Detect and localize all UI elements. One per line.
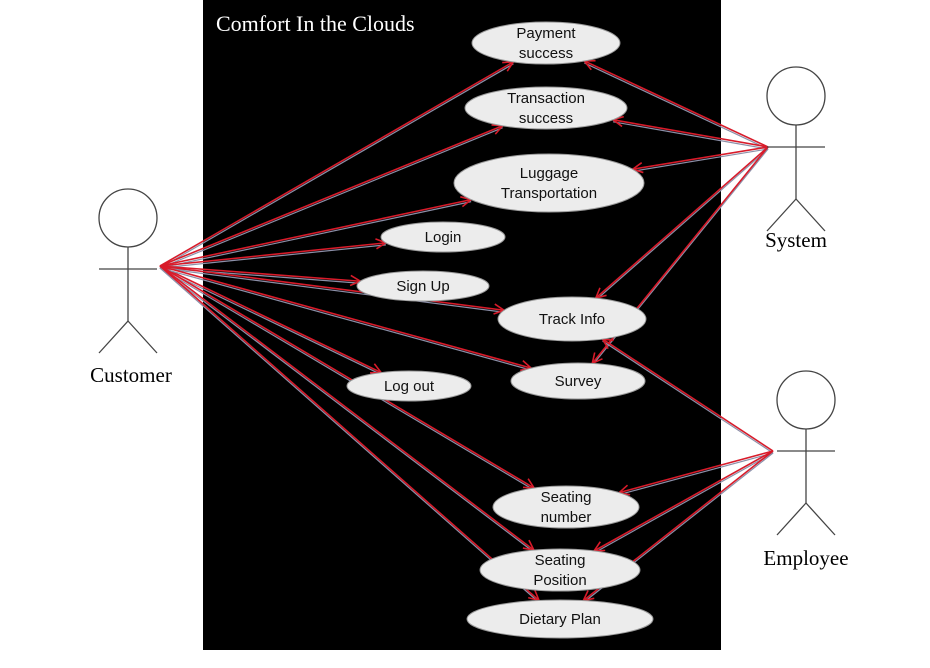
use-case-label: Track Info <box>539 311 605 328</box>
use-case-ellipse <box>510 362 646 400</box>
stick-figure-icon <box>776 370 836 536</box>
use-case-label: Seating <box>535 552 586 569</box>
use-case-label: Log out <box>384 378 435 395</box>
use-case-transaction: Transaction success <box>464 86 628 130</box>
association-employee-seatpos <box>594 450 774 554</box>
use-case-dietary: Dietary Plan <box>466 599 654 639</box>
use-case-label: Survey <box>555 373 602 390</box>
association-customer-logout <box>159 265 381 376</box>
system-boundary-title: Comfort In the Clouds <box>216 11 415 36</box>
actor-system: System <box>765 66 827 252</box>
association-employee-track <box>603 339 774 454</box>
use-case-ellipse <box>453 153 645 213</box>
association-system-transaction <box>613 120 769 150</box>
use-case-label: Transportation <box>501 185 597 202</box>
use-case-seatnum: Seating number <box>492 485 640 529</box>
use-case-ellipse <box>492 485 640 529</box>
use-case-ellipse <box>380 221 506 253</box>
use-case-login: Login <box>380 221 506 253</box>
use-case-ellipse <box>466 599 654 639</box>
use-case-signup: Sign Up <box>356 270 490 302</box>
use-case-ellipse <box>464 86 628 130</box>
association-customer-survey <box>159 265 531 370</box>
use-case-payment: Payment success <box>471 21 621 65</box>
use-case-logout: Log out <box>346 370 472 402</box>
actor-employee: Employee <box>763 370 849 570</box>
association-layer <box>159 61 774 604</box>
association-customer-seatpos <box>159 265 534 553</box>
use-case-ellipse <box>356 270 490 302</box>
use-case-label: Seating <box>541 489 592 506</box>
actor-label: Employee <box>763 546 848 570</box>
actor-label: System <box>765 228 827 252</box>
use-case-label: Dietary Plan <box>519 611 601 628</box>
association-customer-dietary <box>159 265 539 603</box>
use-case-layer: PaymentsuccessTransactionsuccessLuggageT… <box>346 21 654 639</box>
use-case-survey: Survey <box>510 362 646 400</box>
association-customer-luggage <box>159 200 471 269</box>
use-case-ellipse <box>479 548 641 592</box>
association-customer-seatnum <box>159 265 534 491</box>
association-customer-payment <box>159 62 513 269</box>
association-customer-login <box>159 243 386 269</box>
use-case-label: Position <box>533 572 586 589</box>
use-case-label: success <box>519 110 573 127</box>
actor-label: Customer <box>90 363 172 387</box>
use-case-label: Payment <box>516 25 576 42</box>
association-system-payment <box>584 61 769 150</box>
use-case-ellipse <box>471 21 621 65</box>
use-case-label: Sign Up <box>396 278 449 295</box>
association-employee-seatnum <box>619 450 774 495</box>
association-system-luggage <box>633 146 769 171</box>
stick-figure-icon <box>766 66 826 232</box>
use-case-ellipse <box>346 370 472 402</box>
actor-customer: Customer <box>90 188 172 387</box>
use-case-label: success <box>519 45 573 62</box>
stick-figure-icon <box>98 188 158 354</box>
use-case-label: Luggage <box>520 165 578 182</box>
use-case-label: number <box>541 509 592 526</box>
use-case-track: Track Info <box>497 296 647 342</box>
use-case-label: Transaction <box>507 90 585 107</box>
use-case-ellipse <box>497 296 647 342</box>
association-customer-transaction <box>159 126 503 269</box>
association-system-track <box>596 146 769 301</box>
association-customer-track <box>159 265 504 312</box>
use-case-label: Login <box>425 229 462 246</box>
